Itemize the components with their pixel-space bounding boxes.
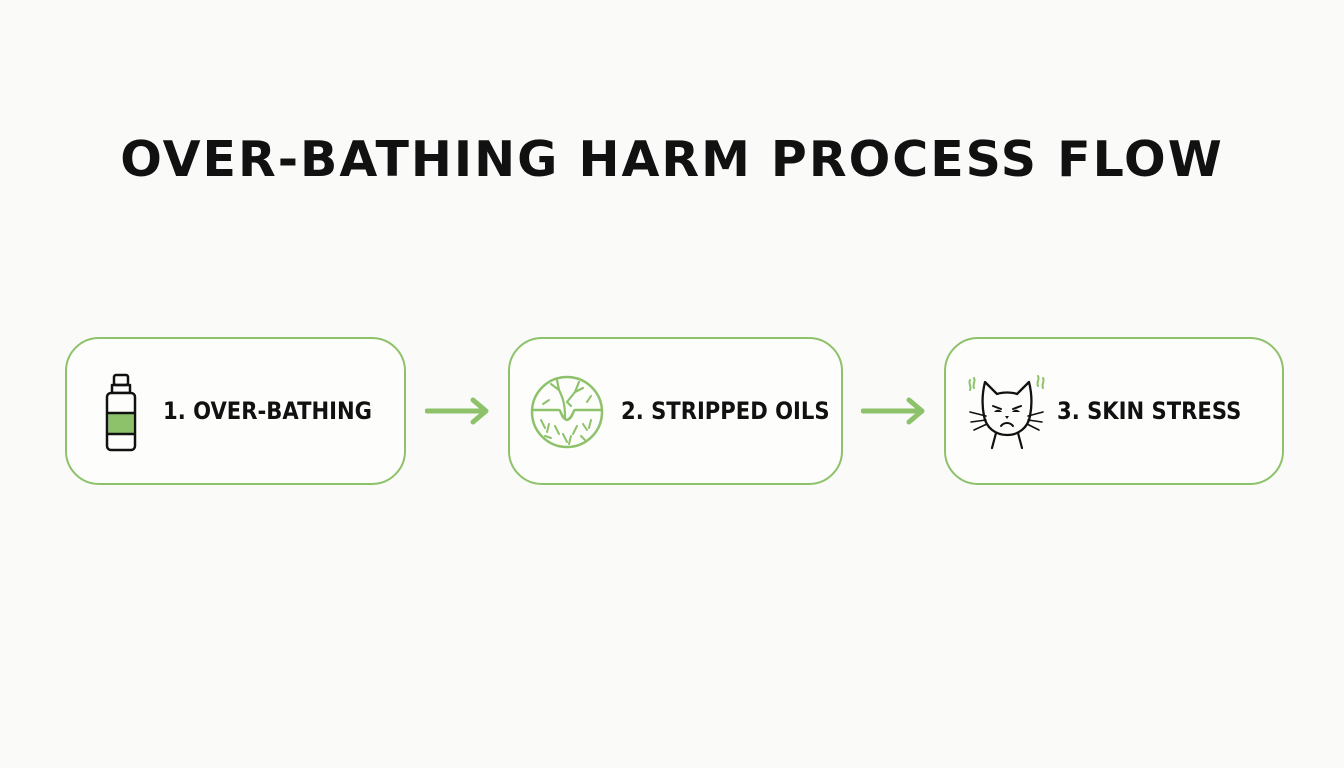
diagram-title: OVER-BATHING HARM PROCESS FLOW [120,131,1224,188]
step-label: 2. STRIPPED OILS [621,397,830,425]
stressed-cat-icon [966,372,1046,452]
step-label: 1. OVER-BATHING [163,397,373,425]
shampoo-bottle-icon [81,372,161,452]
step-box-over-bathing: 1. OVER-BATHING [65,337,406,485]
dry-skin-cross-section-icon [527,372,607,452]
step-box-stripped-oils: 2. STRIPPED OILS [508,337,843,485]
flow-arrow-1 [425,396,491,426]
flow-arrow-2 [861,396,927,426]
step-box-skin-stress: 3. SKIN STRESS [944,337,1284,485]
step-label: 3. SKIN STRESS [1057,397,1242,425]
